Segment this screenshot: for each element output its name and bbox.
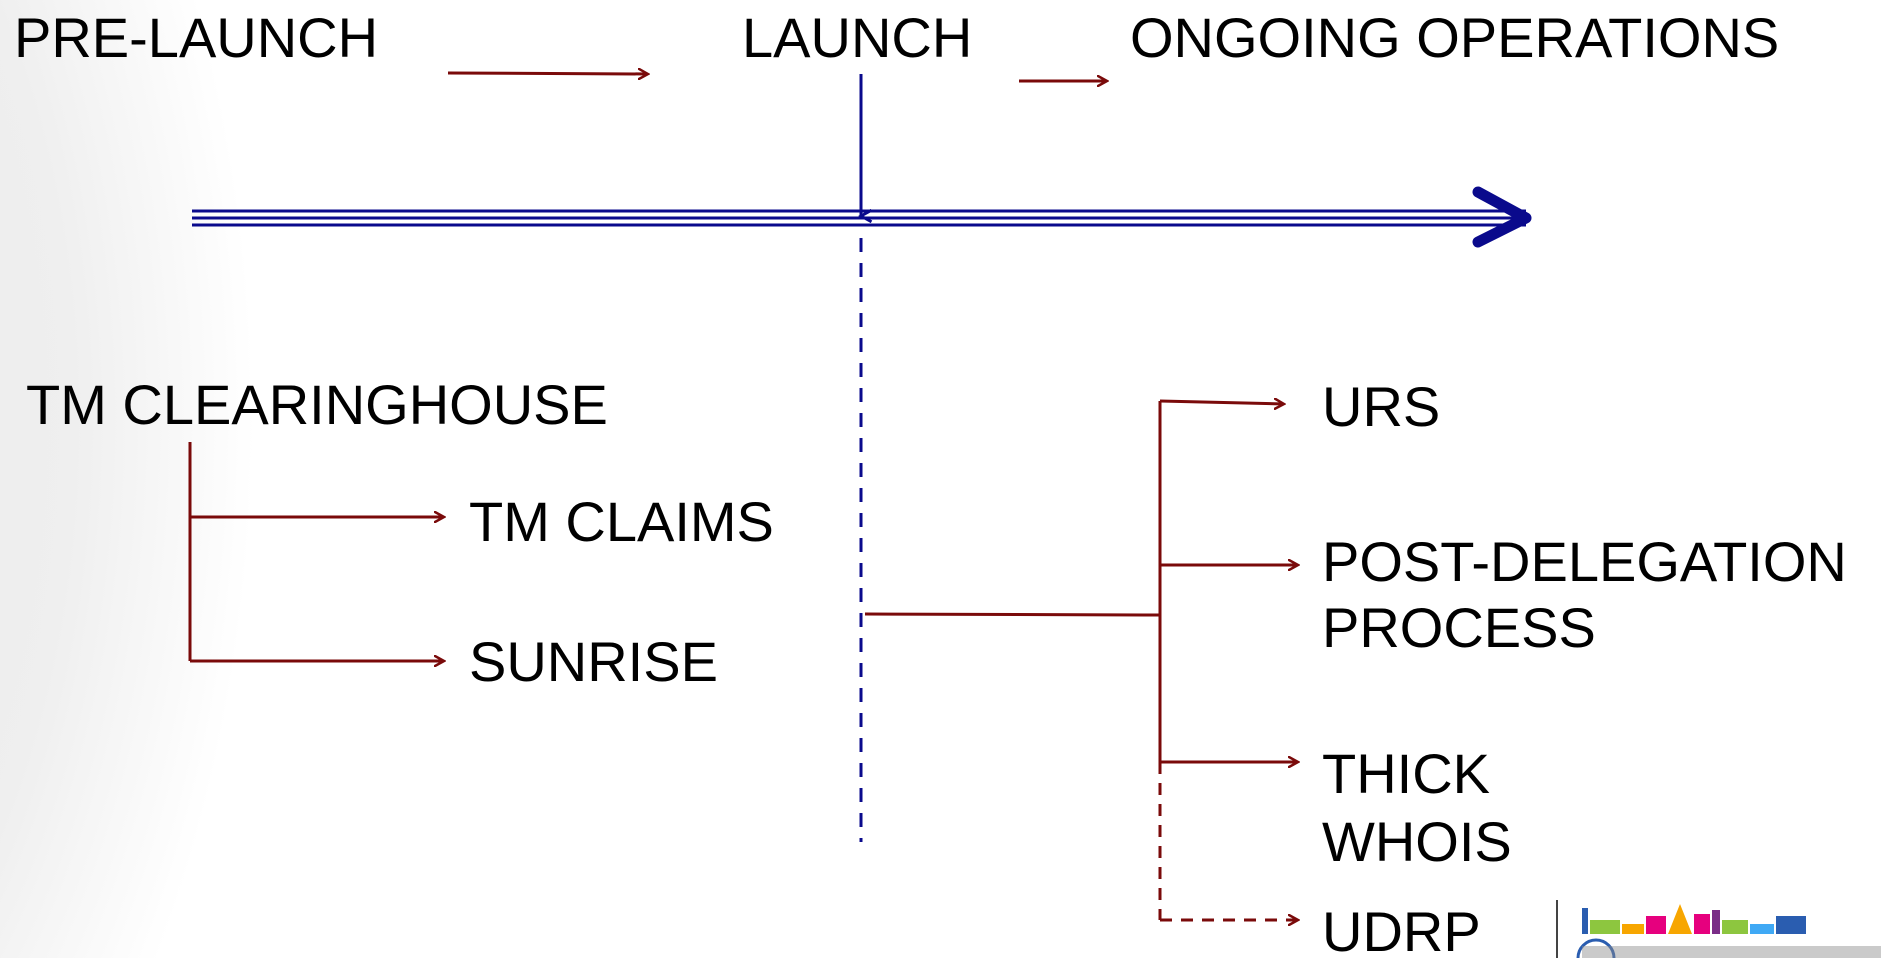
pre-launch-arrow <box>447 73 648 74</box>
city-skyline-logo-icon <box>1556 900 1881 958</box>
udrp-label: UDRP <box>1322 900 1481 963</box>
phase-ongoing-operations: ONGOING OPERATIONS <box>1130 6 1780 69</box>
pddrp-label-line-2: PROCESS <box>1322 596 1596 659</box>
tm-clearinghouse-label: TM CLEARINGHOUSE <box>26 373 608 436</box>
urs-label: URS <box>1322 375 1441 438</box>
phase-launch: LAUNCH <box>742 6 973 69</box>
pddrp-label-line-1: POST-DELEGATION <box>1322 530 1847 593</box>
thick-whois-label-line-2: WHOIS <box>1322 810 1512 873</box>
thick-whois-label-line-1: THICK <box>1322 742 1490 805</box>
event-logo <box>1556 900 1881 958</box>
tm-claims-label: TM CLAIMS <box>469 490 774 553</box>
phase-pre-launch: PRE-LAUNCH <box>14 6 379 69</box>
post-launch-connectors <box>864 401 1298 920</box>
pre-launch-connectors <box>188 442 444 661</box>
sunrise-label: SUNRISE <box>469 630 718 693</box>
timeline-arrow <box>192 186 1532 248</box>
